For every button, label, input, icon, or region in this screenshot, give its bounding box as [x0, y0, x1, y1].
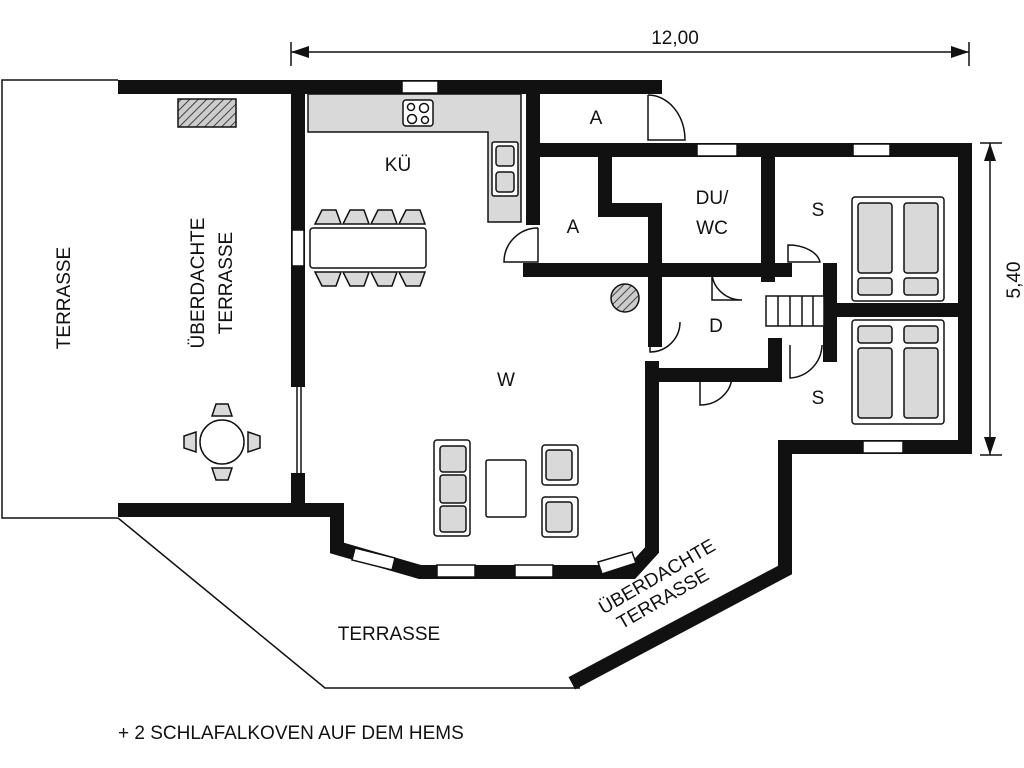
- terrace-left-outline: [1, 79, 118, 519]
- terrace-table: [183, 403, 261, 481]
- height-label: 5,40: [1004, 262, 1024, 299]
- width-label: 12,00: [651, 28, 699, 49]
- coffee-table: [485, 459, 527, 518]
- room-label-storage-top: A: [590, 108, 603, 129]
- windows: [291, 80, 904, 578]
- doors: [503, 94, 823, 406]
- room-label-hall: D: [709, 316, 723, 337]
- terrace-bottom-label: TERRASSE: [338, 624, 440, 645]
- terrace-left-label: TERRASSE: [54, 247, 75, 349]
- bed-bottom: [851, 319, 945, 425]
- room-label-bedroom-top: S: [812, 200, 825, 221]
- stove-icon: [402, 99, 434, 127]
- room-label-living: W: [497, 370, 515, 391]
- stairs: [765, 295, 825, 327]
- room-label-storage-mid: A: [567, 217, 580, 238]
- room-label-bedroom-bottom: S: [812, 388, 825, 409]
- fireplace-icon: [610, 283, 640, 313]
- walls: [118, 80, 972, 690]
- footnote: + 2 SCHLAFALKOVEN AUF DEM HEMS: [118, 723, 464, 744]
- room-label-bath-1: DU/: [696, 188, 729, 209]
- bed-top: [851, 196, 945, 302]
- room-label-kitchen: KÜ: [385, 155, 411, 176]
- width-dimension: 12,00: [290, 28, 970, 66]
- dining-table: [309, 209, 427, 287]
- sofa: [433, 439, 471, 537]
- grill-icon: [177, 98, 237, 128]
- covered-terrace-left-label-1: ÜBERDACHTE: [188, 218, 209, 349]
- covered-terrace-left-label-2: TERRASSE: [216, 232, 237, 334]
- height-dimension: 5,40: [980, 142, 1024, 456]
- kitchen-counter: [307, 93, 522, 223]
- terrace-bottom-outline: [117, 517, 580, 689]
- room-label-bath-2: WC: [696, 218, 728, 239]
